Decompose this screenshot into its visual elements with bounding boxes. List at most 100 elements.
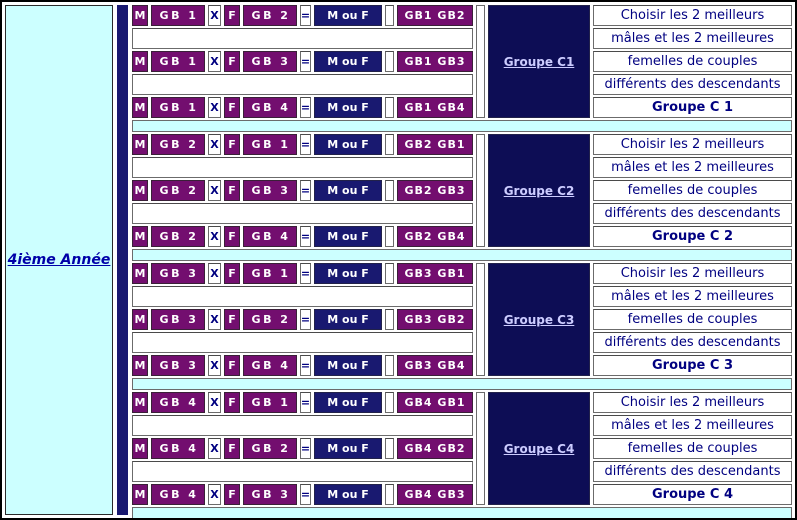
female-group-label: GB 3	[243, 180, 297, 201]
pairings-column: M GB 3 X F GB 1 = M ou F GB3 GB1 M GB 3 …	[132, 263, 473, 376]
group-c-link[interactable]: Groupe C3	[503, 312, 575, 327]
note-line: différents des descendants	[593, 332, 792, 353]
group-c-link[interactable]: Groupe C4	[503, 441, 575, 456]
male-label: M	[132, 226, 148, 247]
empty-row	[132, 286, 473, 307]
female-group-label: GB 1	[243, 134, 297, 155]
pairing-row: M GB 4 X F GB 3 = M ou F GB4 GB3	[132, 484, 473, 505]
female-label: F	[224, 180, 240, 201]
male-label: M	[132, 97, 148, 118]
male-group-label: GB 3	[151, 309, 205, 330]
male-label: M	[132, 355, 148, 376]
equals-operator: =	[300, 97, 311, 118]
offspring-sex-label: M ou F	[314, 484, 382, 505]
note-line: Choisir les 2 meilleurs	[593, 263, 792, 284]
empty-row	[132, 28, 473, 49]
column-spacer	[476, 5, 485, 118]
group-block: M GB 1 X F GB 2 = M ou F GB1 GB2 M GB 1 …	[132, 5, 792, 134]
note-line: femelles de couples	[593, 309, 792, 330]
offspring-sex-label: M ou F	[314, 438, 382, 459]
year-link[interactable]: 4ième Année	[7, 252, 111, 268]
group-separator	[132, 249, 792, 261]
female-group-label: GB 2	[243, 309, 297, 330]
female-label: F	[224, 134, 240, 155]
note-line: femelles de couples	[593, 51, 792, 72]
pairing-row: M GB 1 X F GB 4 = M ou F GB1 GB4	[132, 97, 473, 118]
male-group-label: GB 1	[151, 51, 205, 72]
pairing-row: M GB 2 X F GB 1 = M ou F GB2 GB1	[132, 134, 473, 155]
offspring-group-label: GB4 GB3	[397, 484, 473, 505]
male-label: M	[132, 51, 148, 72]
offspring-sex-label: M ou F	[314, 97, 382, 118]
pairing-row: M GB 2 X F GB 3 = M ou F GB2 GB3	[132, 180, 473, 201]
group-block: M GB 4 X F GB 1 = M ou F GB4 GB1 M GB 4 …	[132, 392, 792, 518]
group-footer: Groupe C 1	[593, 97, 792, 118]
cross-operator: X	[208, 309, 221, 330]
spacer-box	[385, 263, 394, 284]
male-label: M	[132, 180, 148, 201]
note-line: femelles de couples	[593, 438, 792, 459]
offspring-group-label: GB2 GB3	[397, 180, 473, 201]
group-c-cell: Groupe C1	[488, 5, 590, 118]
empty-row	[132, 157, 473, 178]
vertical-divider	[117, 5, 128, 515]
empty-row	[132, 415, 473, 436]
notes-column: Choisir les 2 meilleurs mâles et les 2 m…	[593, 263, 792, 376]
pairing-row: M GB 3 X F GB 4 = M ou F GB3 GB4	[132, 355, 473, 376]
column-spacer	[476, 392, 485, 505]
offspring-group-label: GB2 GB1	[397, 134, 473, 155]
group-c-cell: Groupe C2	[488, 134, 590, 247]
group-separator	[132, 507, 792, 518]
group-c-link[interactable]: Groupe C1	[503, 54, 575, 69]
offspring-sex-label: M ou F	[314, 51, 382, 72]
notes-column: Choisir les 2 meilleurs mâles et les 2 m…	[593, 392, 792, 505]
group-footer: Groupe C 3	[593, 355, 792, 376]
female-group-label: GB 4	[243, 355, 297, 376]
male-group-label: GB 2	[151, 134, 205, 155]
equals-operator: =	[300, 134, 311, 155]
column-spacer	[476, 134, 485, 247]
group-row-area: M GB 4 X F GB 1 = M ou F GB4 GB1 M GB 4 …	[132, 392, 792, 505]
cross-operator: X	[208, 97, 221, 118]
male-label: M	[132, 392, 148, 413]
notes-column: Choisir les 2 meilleurs mâles et les 2 m…	[593, 5, 792, 118]
female-group-label: GB 4	[243, 97, 297, 118]
spacer-box	[385, 180, 394, 201]
spacer-box	[385, 134, 394, 155]
female-label: F	[224, 226, 240, 247]
female-label: F	[224, 484, 240, 505]
offspring-sex-label: M ou F	[314, 5, 382, 26]
group-c-link[interactable]: Groupe C2	[503, 183, 575, 198]
group-row-area: M GB 2 X F GB 1 = M ou F GB2 GB1 M GB 2 …	[132, 134, 792, 247]
group-c-cell: Groupe C3	[488, 263, 590, 376]
spacer-box	[385, 226, 394, 247]
male-label: M	[132, 309, 148, 330]
female-label: F	[224, 263, 240, 284]
offspring-sex-label: M ou F	[314, 226, 382, 247]
equals-operator: =	[300, 309, 311, 330]
equals-operator: =	[300, 392, 311, 413]
female-label: F	[224, 309, 240, 330]
male-group-label: GB 3	[151, 355, 205, 376]
group-footer: Groupe C 2	[593, 226, 792, 247]
offspring-group-label: GB4 GB1	[397, 392, 473, 413]
offspring-sex-label: M ou F	[314, 355, 382, 376]
cross-operator: X	[208, 484, 221, 505]
note-line: Choisir les 2 meilleurs	[593, 392, 792, 413]
offspring-group-label: GB4 GB2	[397, 438, 473, 459]
cross-operator: X	[208, 134, 221, 155]
pairing-row: M GB 1 X F GB 3 = M ou F GB1 GB3	[132, 51, 473, 72]
female-group-label: GB 1	[243, 392, 297, 413]
group-block: M GB 2 X F GB 1 = M ou F GB2 GB1 M GB 2 …	[132, 134, 792, 263]
group-separator	[132, 378, 792, 390]
cross-operator: X	[208, 51, 221, 72]
spacer-box	[385, 97, 394, 118]
note-line: différents des descendants	[593, 203, 792, 224]
note-line: mâles et les 2 meilleures	[593, 28, 792, 49]
pairing-row: M GB 3 X F GB 2 = M ou F GB3 GB2	[132, 309, 473, 330]
female-group-label: GB 4	[243, 226, 297, 247]
pairings-column: M GB 1 X F GB 2 = M ou F GB1 GB2 M GB 1 …	[132, 5, 473, 118]
male-group-label: GB 4	[151, 484, 205, 505]
equals-operator: =	[300, 226, 311, 247]
